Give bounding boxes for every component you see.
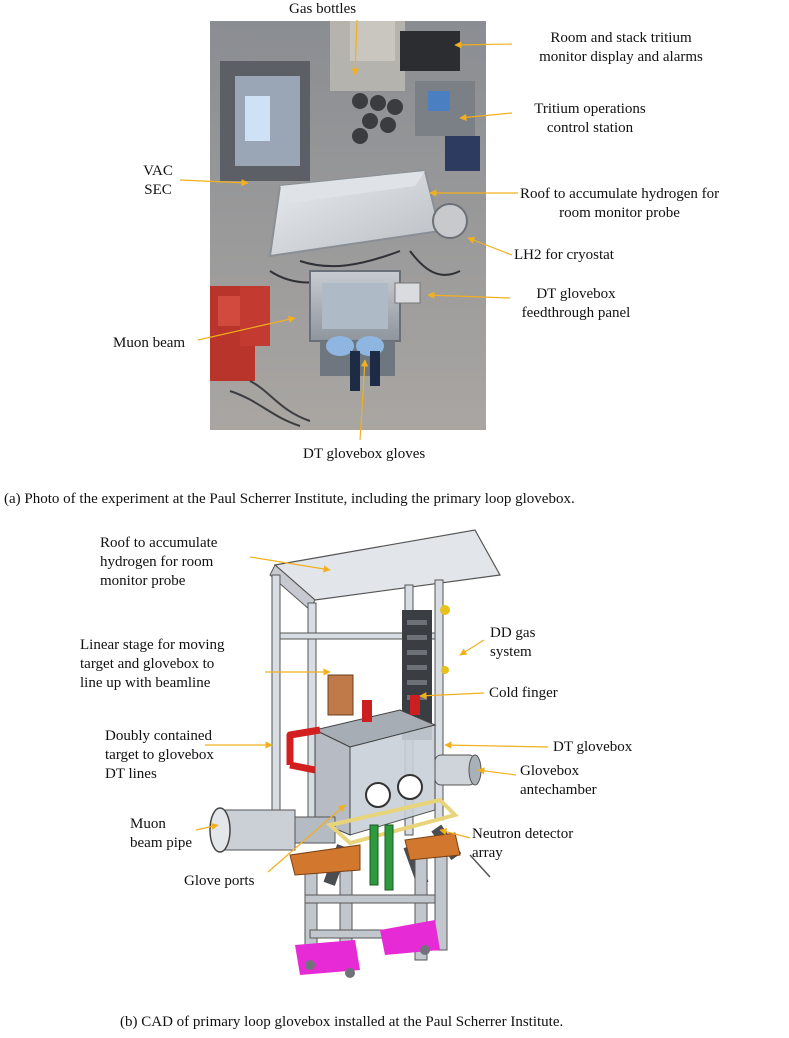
label-lh2: LH2 for cryostat [514,247,614,263]
experiment-photo [210,21,486,430]
label-line: Room and stack tritium [550,30,692,46]
label-line: Doubly contained [105,728,213,744]
label-line: DD gas [490,625,536,641]
label-line: hydrogen for room [100,554,214,570]
label-line: Linear stage for moving [80,637,225,653]
cad-drawing [180,525,510,980]
label-room-stack-monitor: Room and stack tritium monitor display a… [511,29,731,67]
label-line: feedthrough panel [521,305,631,321]
label-vac-sec: VAC SEC [138,162,178,200]
label-line: control station [546,120,634,136]
label-antechamber: Glovebox antechamber [520,762,597,800]
label-line: DT glovebox [536,286,616,302]
label-line: target and glovebox to [80,656,215,672]
label-line: monitor display and alarms [539,49,703,65]
label-line: VAC [143,163,173,179]
label-neutron-detector: Neutron detector array [472,825,573,863]
label-line: room monitor probe [559,205,680,221]
label-gas-bottles: Gas bottles [289,1,357,17]
label-line: system [490,644,532,660]
label-line: Roof to accumulate hydrogen for [520,186,720,202]
label-muon-beam-pipe: Muon beam pipe [130,815,192,853]
label-line: monitor probe [100,573,186,589]
label-line: Roof to accumulate [100,535,218,551]
label-dd-gas: DD gas system [490,624,535,662]
label-line: target to glovebox [105,747,214,763]
label-line: antechamber [520,782,597,798]
label-line: array [472,845,503,861]
label-cold-finger: Cold finger [489,685,558,701]
label-muon-beam-a: Muon beam [113,335,186,351]
label-roof-a: Roof to accumulate hydrogen for room mon… [520,185,719,223]
label-line: beam pipe [130,835,193,851]
label-tritium-operations: Tritium operations control station [505,100,675,138]
label-line: line up with beamline [80,675,211,691]
label-dt-feedthrough: DT glovebox feedthrough panel [511,285,641,323]
label-linear-stage: Linear stage for moving target and glove… [80,636,225,693]
label-glove-ports: Glove ports [184,873,255,889]
label-line: Neutron detector [472,826,574,842]
label-line: Glovebox [520,763,580,779]
label-dt-glovebox: DT glovebox [553,739,633,755]
label-roof-b: Roof to accumulate hydrogen for room mon… [100,534,217,591]
caption-a: (a) Photo of the experiment at the Paul … [4,491,575,507]
label-dt-gloves: DT glovebox gloves [303,446,426,462]
label-line: Tritium operations [534,101,646,117]
label-line: DT lines [105,766,157,782]
label-line: SEC [144,182,172,198]
caption-b: (b) CAD of primary loop glovebox install… [120,1014,564,1030]
label-doubly-contained: Doubly contained target to glovebox DT l… [105,727,214,784]
label-line: Muon [130,816,166,832]
